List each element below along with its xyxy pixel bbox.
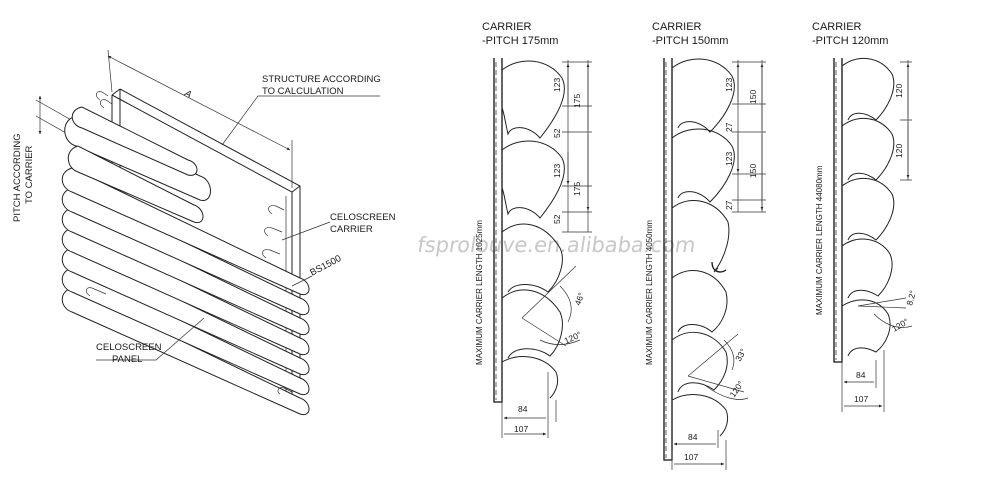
carrier-120-angle-1: 8.2°	[904, 289, 918, 306]
dimension-a: A	[107, 49, 293, 188]
carrier-120-dim-1: 120	[894, 84, 904, 98]
carrier-175-angle-2: 120°	[563, 329, 583, 345]
carrier-150-dim-4: 123	[724, 152, 734, 166]
carrier-150-angle-2: 120°	[727, 379, 745, 399]
carrier-150-dim-3: 27	[724, 122, 734, 132]
carrier-150-width-1: 84	[688, 432, 698, 442]
carrier-175-dim-4: 123	[552, 164, 562, 178]
panel-label-line1: CELOSCREEN	[96, 342, 162, 353]
carrier-150-length-label: MAXIMUM CARRIER LENGTH 4050mm	[645, 220, 654, 365]
carrier-120: CARRIER -PITCH 120mm MAXIMUM CARRIER LEN…	[812, 21, 918, 412]
carrier-120-title-line1: CARRIER	[812, 21, 862, 33]
carrier-150-width-2: 107	[684, 452, 698, 462]
dimension-a-label: A	[182, 87, 194, 100]
structure-label-line1: STRUCTURE ACCORDING	[262, 74, 381, 85]
carrier-175-dim-6: 52	[552, 214, 562, 224]
carrier-150-dim-2: 150	[748, 90, 758, 104]
louvre-panels	[61, 91, 310, 416]
carrier-120-title-line2: -PITCH 120mm	[812, 35, 888, 47]
carrier-175-length-label: MAXIMUM CARRIER LENGTH 1025mm	[475, 220, 484, 365]
carrier-175-dim-5: 175	[572, 182, 582, 196]
carrier-175-title-line2: -PITCH 175mm	[482, 35, 558, 47]
watermark: fsprolouve.en.alibaba.com	[416, 232, 697, 257]
carrier-150-title-line2: -PITCH 150mm	[652, 35, 728, 47]
carrier-120-width-1: 84	[856, 370, 866, 380]
carrier-150-dim-6: 27	[724, 200, 734, 210]
assembly-view: A	[12, 49, 396, 416]
carrier-120-angle-2: 120°	[890, 316, 910, 333]
carrier-150-angle-1: 33°	[733, 347, 748, 363]
carrier-label-line1: CELOSCREEN	[330, 212, 396, 223]
pitch-label-line2: TO CARRIER	[24, 145, 35, 204]
structure-label-line2: TO CALCULATION	[262, 86, 344, 97]
carrier-175-width-1: 84	[518, 404, 528, 414]
carrier-150-dim-5: 150	[748, 164, 758, 178]
carrier-150-dim-1: 123	[724, 78, 734, 92]
carrier-150-title-line1: CARRIER	[652, 21, 702, 33]
carrier-120-length-label: MAXIMUM CARRIER LENGTH 44080mm	[815, 165, 824, 315]
panel-label-line2: PANEL	[112, 354, 142, 365]
carrier-175-width-2: 107	[514, 424, 528, 434]
carrier-175-angle-1: 46°	[572, 291, 586, 307]
carrier-175-dim-2: 175	[572, 94, 582, 108]
carrier-label-line2: CARRIER	[330, 224, 373, 235]
bolt-label: BS1500	[308, 253, 343, 279]
carrier-120-width-2: 107	[854, 394, 868, 404]
carrier-120-dim-2: 120	[894, 144, 904, 158]
carrier-175-dim-1: 123	[552, 78, 562, 92]
carrier-175-dim-3: 52	[552, 128, 562, 138]
carrier-175: CARRIER -PITCH 175mm MAXIMUM CARRIER LEN…	[475, 21, 592, 438]
carrier-175-title-line1: CARRIER	[482, 21, 532, 33]
pitch-label-line1: PITCH ACCORDING	[12, 133, 23, 222]
